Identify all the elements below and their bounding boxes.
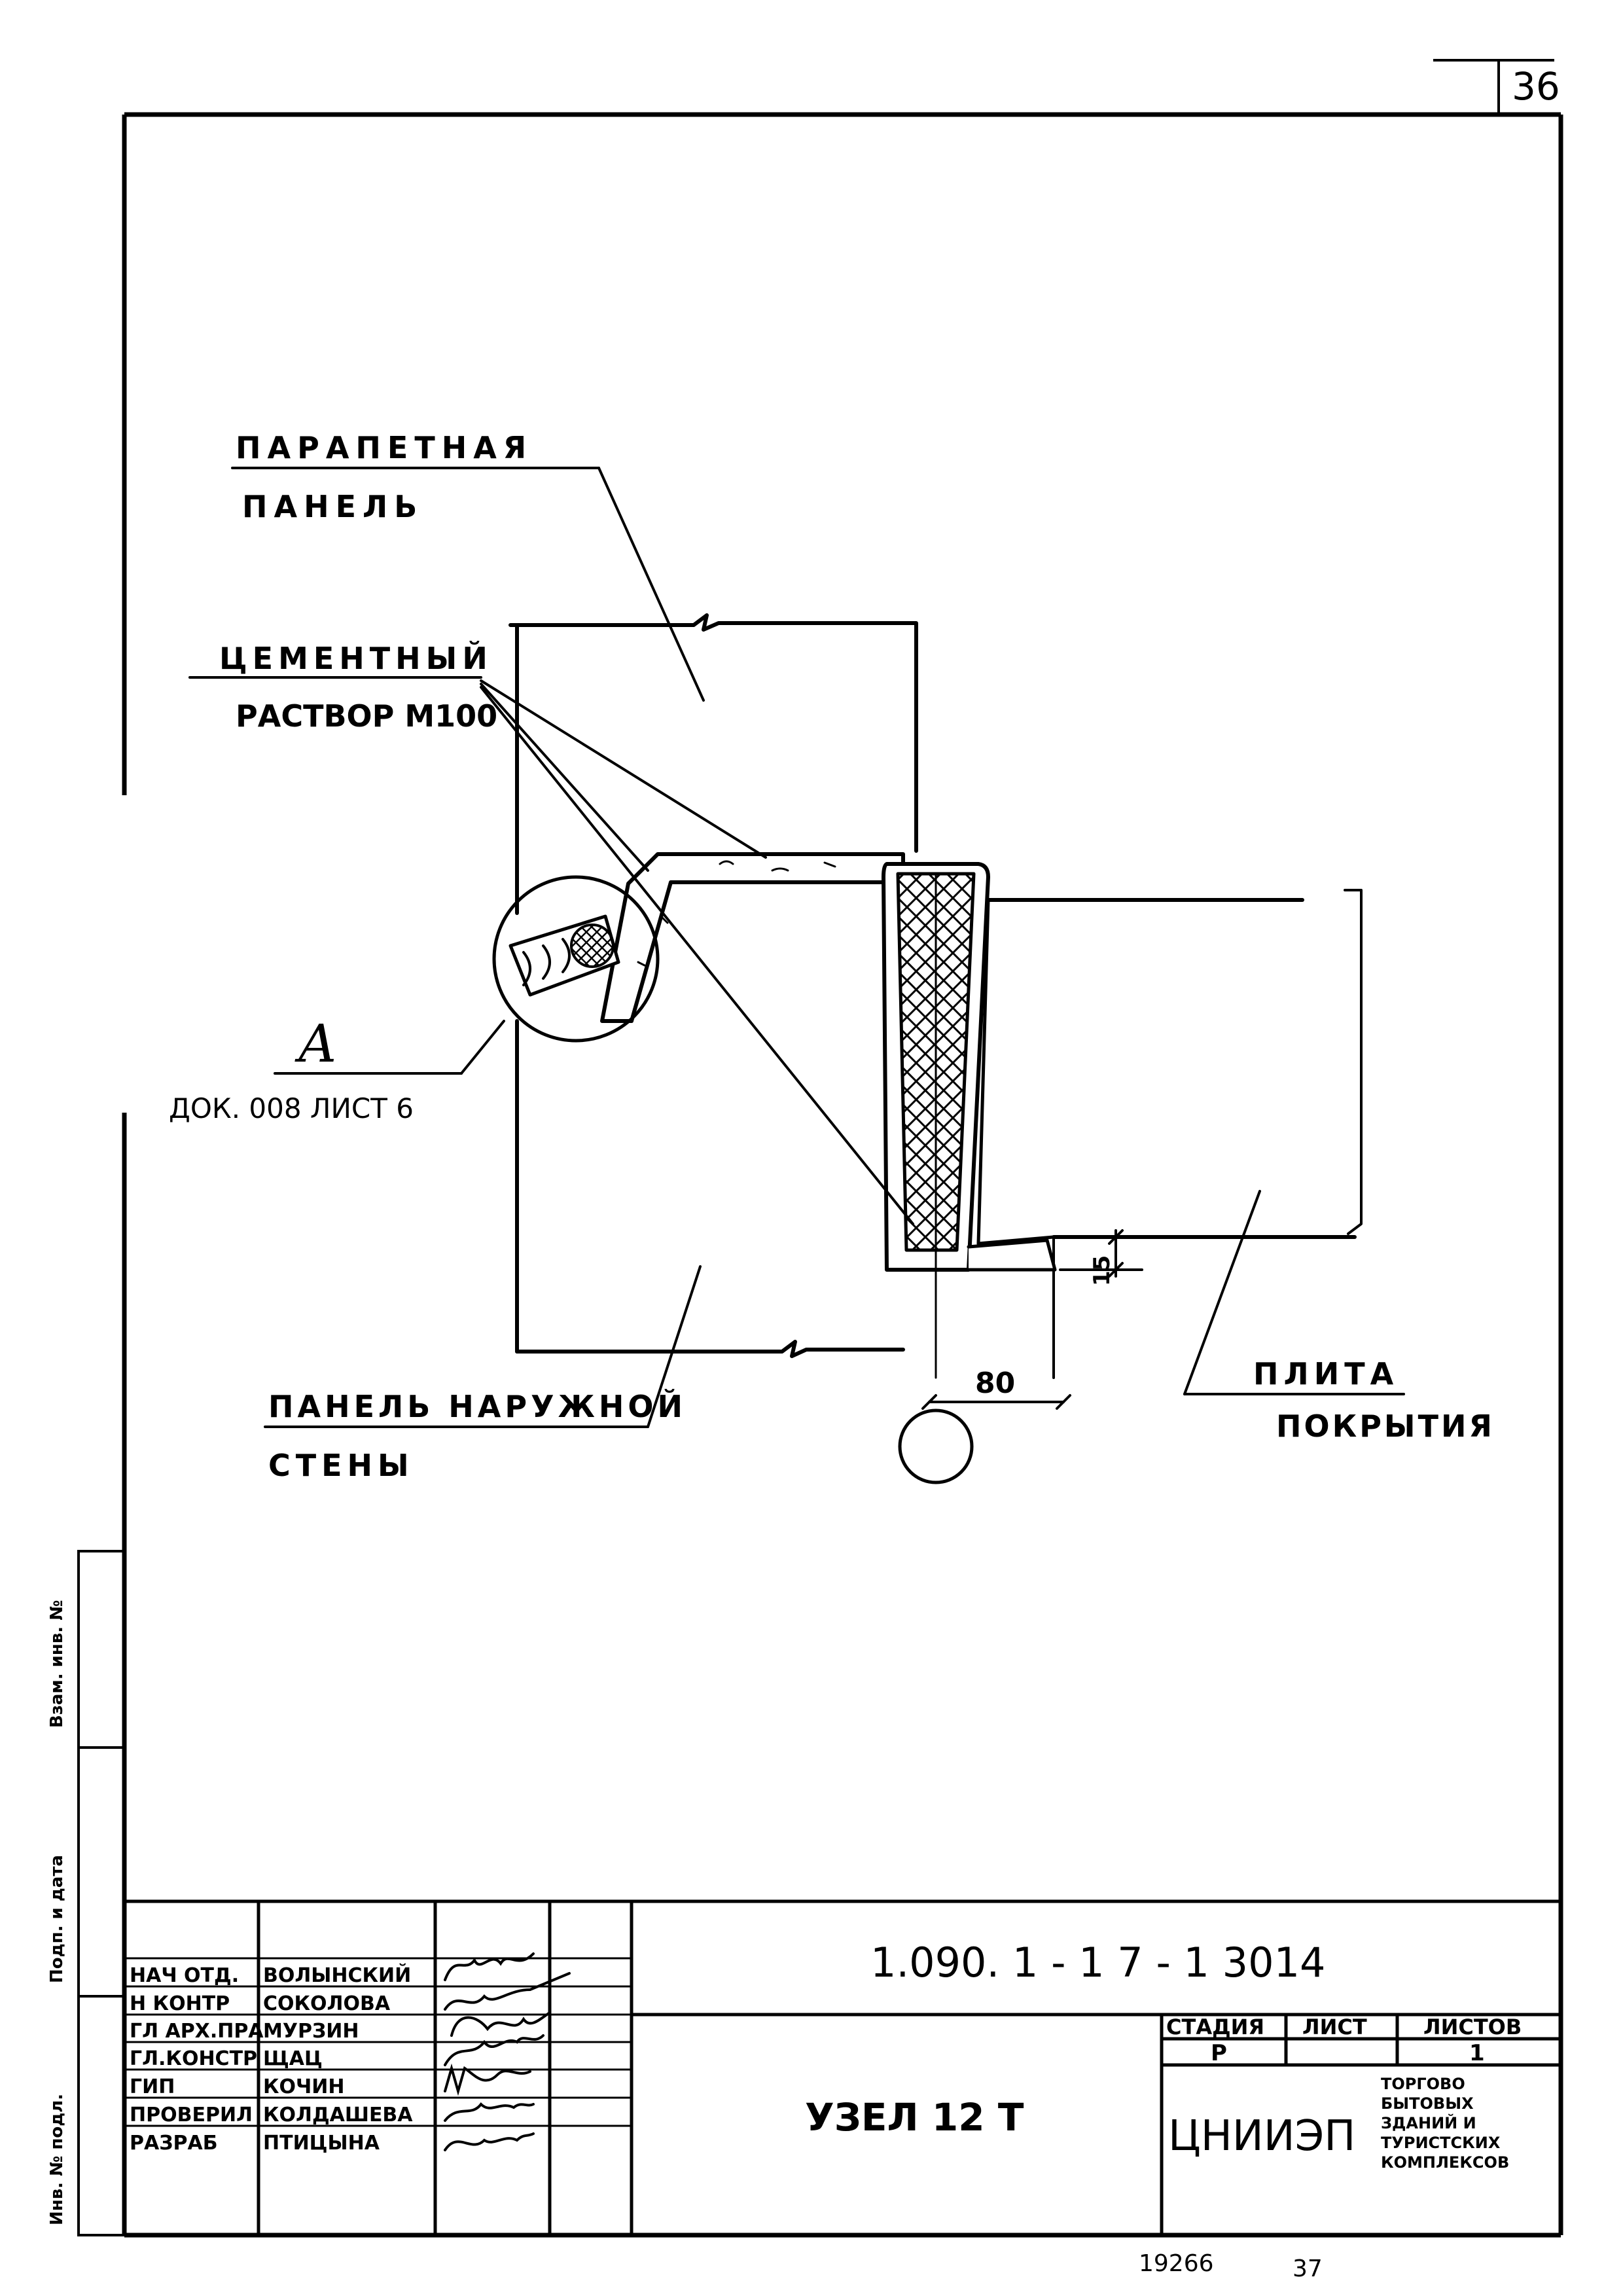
axis-marker	[898, 1408, 974, 1484]
organization-name: ЦНИИЭП	[1168, 2112, 1355, 2161]
label-cement-line1: ЦЕМЕНТНЫЙ	[219, 641, 493, 676]
drawing-labels: ПАРАПЕТНАЯ ПАНЕЛЬ ЦЕМЕНТНЫЙ РАСТВОР М100…	[169, 430, 1495, 1483]
title-block	[124, 1899, 1561, 2235]
label-detail-ref: ДОК. 008 ЛИСТ 6	[169, 1092, 414, 1124]
label-wall-line2: СТЕНЫ	[268, 1448, 414, 1483]
role-5: ПРОВЕРИЛ	[130, 2104, 253, 2126]
org-desc-4: ТУРИСТСКИХ	[1381, 2134, 1501, 2152]
label-slab-line1: ПЛИТА	[1253, 1356, 1399, 1391]
sealing-gasket	[882, 862, 1057, 1379]
role-4: ГИП	[130, 2075, 175, 2098]
leader-lines	[188, 467, 1405, 1428]
org-desc-5: КОМПЛЕКСОВ	[1381, 2153, 1509, 2172]
sheets-header: ЛИСТОВ	[1423, 2015, 1522, 2039]
signature-table: НАЧ ОТД. ВОЛЫНСКИЙ Н КОНТР СОКОЛОВА ГЛ А…	[130, 1964, 413, 2155]
name-4: КОЧИН	[263, 2075, 344, 2098]
drawing-title: УЗЕЛ 12 Т	[805, 2095, 1024, 2140]
name-3: ЩАЦ	[263, 2047, 323, 2070]
side-stamp-label-1: Инв. № подл.	[47, 2094, 67, 2225]
label-wall-line1: ПАНЕЛЬ НАРУЖНОЙ	[268, 1389, 687, 1424]
role-2: ГЛ АРХ.ПРА	[130, 2020, 264, 2043]
name-2: МУРЗИН	[263, 2020, 359, 2043]
side-stamp-label-3: Взам. инв. №	[47, 1600, 67, 1729]
detail-callout-a	[492, 875, 660, 1043]
footer-number-left: 19266	[1139, 2250, 1214, 2277]
footer-number-right: 37	[1293, 2255, 1323, 2282]
label-detail-letter: А	[294, 1013, 338, 1074]
side-stamp	[77, 1550, 126, 2236]
name-0: ВОЛЫНСКИЙ	[263, 1964, 411, 1987]
label-cement-line2: РАСТВОР М100	[236, 698, 497, 734]
roof-slab	[986, 889, 1363, 1379]
dimension-width: 80	[975, 1367, 1015, 1400]
role-1: Н КОНТР	[130, 1992, 230, 2015]
org-desc-3: ЗДАНИЙ И	[1381, 2113, 1476, 2132]
org-desc-2: БЫТОВЫХ	[1381, 2094, 1474, 2113]
side-stamp-label-2: Подп. и дата	[47, 1855, 67, 1983]
label-slab-line2: ПОКРЫТИЯ	[1276, 1408, 1495, 1444]
label-parapet-line1: ПАРАПЕТНАЯ	[236, 430, 533, 465]
parapet-panel	[508, 613, 918, 915]
stage-value: Р	[1211, 2040, 1227, 2066]
role-6: РАЗРАБ	[130, 2132, 218, 2155]
sheet-number: 36	[1512, 64, 1560, 109]
cement-mortar	[600, 852, 905, 1023]
dimension-lines	[921, 1229, 1143, 1410]
org-desc-1: ТОРГОВО	[1381, 2075, 1465, 2093]
outer-wall-panel	[515, 1019, 905, 1358]
detail-drawing	[188, 467, 1405, 1484]
role-0: НАЧ ОТД.	[130, 1964, 239, 1987]
document-code: 1.090. 1 - 1 7 - 1 3014	[870, 1939, 1325, 1986]
role-3: ГЛ.КОНСТР	[130, 2047, 257, 2070]
label-parapet-line2: ПАНЕЛЬ	[242, 489, 423, 524]
name-6: ПТИЦЫНА	[263, 2132, 380, 2155]
signatures	[444, 1952, 571, 2151]
sheets-value: 1	[1469, 2040, 1485, 2066]
sheet-frame	[122, 59, 1563, 2238]
name-1: СОКОЛОВА	[263, 1992, 391, 2015]
sheet-header: ЛИСТ	[1302, 2015, 1367, 2039]
stage-header: СТАДИЯ	[1166, 2015, 1264, 2039]
name-5: КОЛДАШЕВА	[263, 2104, 413, 2126]
dimension-height: 15	[1089, 1255, 1115, 1286]
